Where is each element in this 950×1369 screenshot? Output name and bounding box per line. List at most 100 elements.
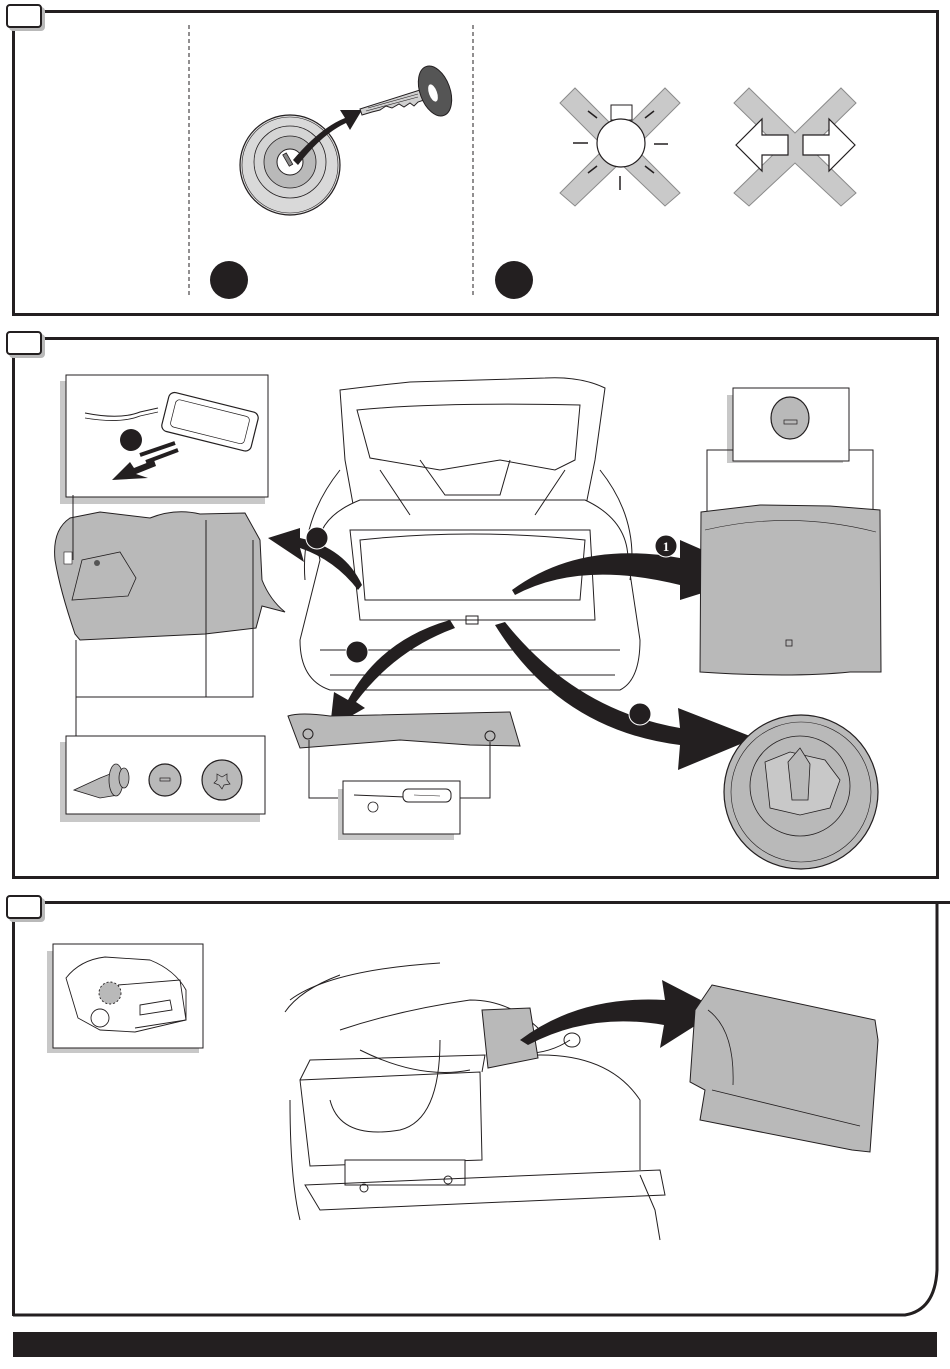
drawing-stroke — [13, 904, 939, 1317]
indicators-off-crossed-icon — [733, 87, 857, 207]
drawing-stroke — [730, 721, 872, 863]
drawing-stroke — [785, 639, 793, 647]
drawing-stroke — [201, 759, 243, 801]
drawing-stroke — [707, 1009, 734, 1086]
arrow-to-cover-icon — [520, 980, 720, 1048]
drawing-stroke — [84, 411, 159, 421]
push-clip-icon — [72, 763, 130, 799]
drawing-stroke — [139, 999, 173, 1016]
panel-1-tab — [6, 4, 42, 28]
drawing-stroke — [639, 1174, 661, 1241]
drawing-stroke — [329, 1039, 441, 1133]
drawing-stroke — [339, 377, 606, 516]
drawing-stroke — [213, 773, 231, 790]
step-marker — [345, 640, 369, 664]
drawing-stroke — [419, 459, 511, 496]
lights-off-crossed-icon — [559, 87, 681, 207]
drawing-stroke — [303, 469, 341, 581]
cap-clip-icon — [148, 763, 182, 797]
remove-arrow-icon — [293, 110, 362, 165]
panel-2-art: 1 — [54, 374, 882, 870]
drawing-stroke — [159, 777, 171, 782]
spare-wheel-tool-kit — [723, 714, 879, 870]
drawing-stroke — [443, 1175, 453, 1185]
drawing-stroke — [749, 735, 851, 837]
drawing-stroke — [205, 520, 254, 698]
drawing-stroke — [735, 117, 789, 173]
side-trim-panel — [54, 511, 286, 641]
drawing-stroke — [596, 118, 646, 168]
key-icon — [359, 65, 453, 117]
step-marker — [628, 702, 652, 726]
drawing-stroke: 1 — [54, 374, 882, 870]
drawing-stroke — [465, 615, 479, 625]
step-marker-1 — [654, 534, 678, 558]
panel-3-tab — [6, 895, 42, 919]
drawing-stroke — [563, 1032, 581, 1048]
battery-cover-panel — [689, 984, 879, 1153]
drawing-stroke — [90, 1008, 110, 1028]
drawing-stroke — [170, 399, 250, 445]
drawing-stroke — [459, 742, 491, 799]
drawing-stroke — [644, 110, 655, 119]
drawing-stroke — [63, 551, 73, 565]
drawing-stroke — [787, 747, 811, 801]
drawing-stroke — [299, 1054, 486, 1081]
arrow-to-spare-wheel-icon — [495, 622, 755, 770]
drawing-stroke — [489, 1054, 641, 1170]
drawing-stroke — [284, 974, 341, 1013]
drawing-stroke — [706, 449, 733, 512]
drawing-stroke — [289, 1099, 301, 1221]
drawing-stroke — [587, 165, 598, 174]
drawing-stroke — [282, 152, 294, 167]
torx-screw-icon — [201, 759, 243, 801]
step-marker — [120, 429, 142, 451]
drawing-stroke — [413, 794, 441, 797]
drawing-stroke — [94, 560, 100, 566]
drawing-stroke — [534, 469, 566, 516]
drawing-stroke — [365, 96, 419, 112]
drawing-stroke — [353, 794, 406, 798]
drawing-stroke — [118, 767, 130, 789]
drawing-stroke — [770, 396, 810, 440]
drawing-stroke — [299, 1071, 483, 1167]
boot-floor-panel — [699, 504, 882, 676]
drawing-stroke — [359, 533, 586, 601]
boot-lamp-icon — [161, 391, 259, 452]
drawing-stroke — [359, 1049, 471, 1073]
step-marker — [305, 526, 329, 550]
drawing-stroke — [802, 117, 856, 173]
drawing-stroke — [587, 110, 598, 119]
drawing-stroke — [359, 1183, 369, 1193]
drawing-stroke — [84, 407, 159, 417]
arrow-to-side-trim-icon — [268, 528, 362, 590]
arrow-to-boot-floor-icon — [512, 540, 760, 600]
drawing-stroke — [302, 728, 314, 740]
drawing-stroke — [428, 84, 438, 102]
drawing-stroke — [711, 1089, 861, 1127]
car-rear-locator-icon — [65, 956, 187, 1033]
panel-2-tab — [6, 331, 42, 355]
drawing-stroke — [241, 116, 339, 214]
step-marker — [210, 261, 248, 299]
step-marker-label: 1 — [663, 539, 670, 554]
drawing-stroke — [849, 449, 874, 512]
screwdriver-icon — [353, 788, 452, 803]
drawing-stroke — [704, 520, 877, 533]
torx-tip-icon — [367, 801, 379, 813]
drawing-stroke — [148, 763, 182, 797]
drawing-stroke — [349, 529, 596, 621]
drawing-stroke — [98, 981, 122, 1005]
pull-arrow-icon — [112, 460, 156, 480]
drawing-stroke — [71, 551, 137, 601]
drawing-stroke — [484, 730, 496, 742]
drawing-stroke — [644, 165, 655, 174]
drawing-stroke — [304, 1169, 666, 1211]
sill-trim-panel — [287, 711, 521, 749]
drawing-stroke — [139, 441, 176, 457]
relay-box — [481, 1007, 539, 1069]
step-marker — [495, 261, 533, 299]
drawing-stroke — [367, 93, 419, 109]
drawing-stroke — [289, 962, 441, 1001]
